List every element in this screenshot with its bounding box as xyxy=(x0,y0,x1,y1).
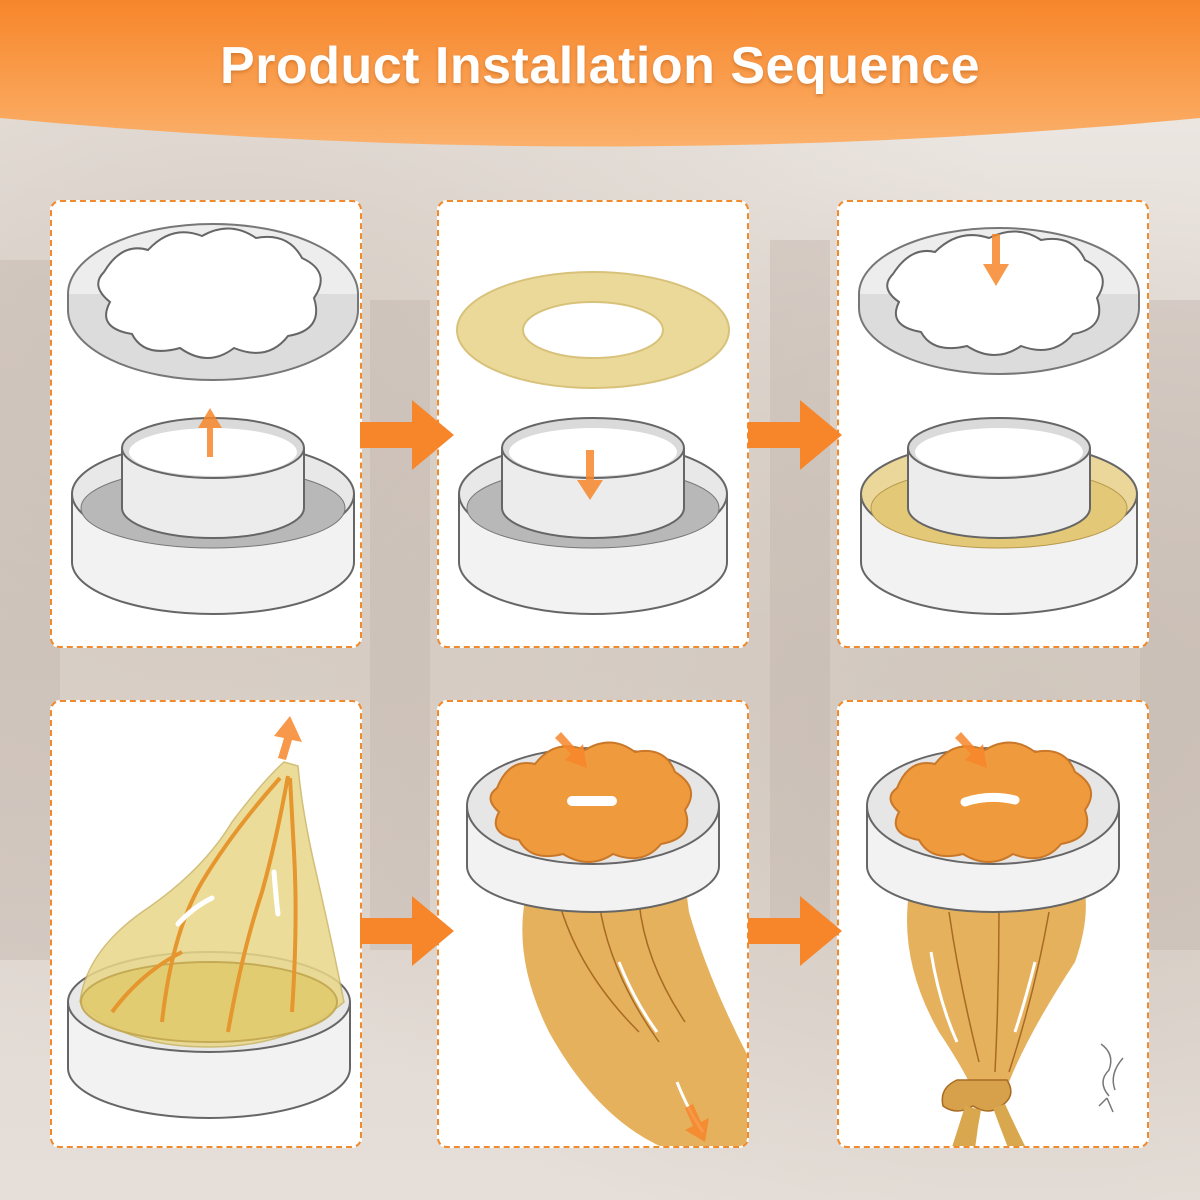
step-panel-2 xyxy=(437,200,749,648)
lid-and-ring-separated-icon xyxy=(67,223,359,615)
step-panel-3 xyxy=(837,200,1149,648)
step-panel-1 xyxy=(50,200,362,648)
step-panel-5 xyxy=(437,700,749,1148)
step-arrow-2-to-3 xyxy=(748,400,842,470)
step-panel-4 xyxy=(50,700,362,1148)
step-arrow-5-to-6 xyxy=(748,896,842,966)
step-arrow-1-to-2 xyxy=(360,400,454,470)
step-panel-6 xyxy=(837,700,1149,1148)
step-arrow-4-to-5 xyxy=(360,896,454,966)
header-banner xyxy=(0,0,1200,147)
bag-film-pull-up-icon xyxy=(67,716,351,1119)
seal-ring-insert-icon xyxy=(456,271,730,615)
bag-pushed-through-icon xyxy=(466,732,747,1146)
lid-onto-sealed-ring-icon xyxy=(858,227,1140,615)
page-title: Product Installation Sequence xyxy=(220,37,980,95)
bag-knotted-icon xyxy=(866,732,1124,1146)
